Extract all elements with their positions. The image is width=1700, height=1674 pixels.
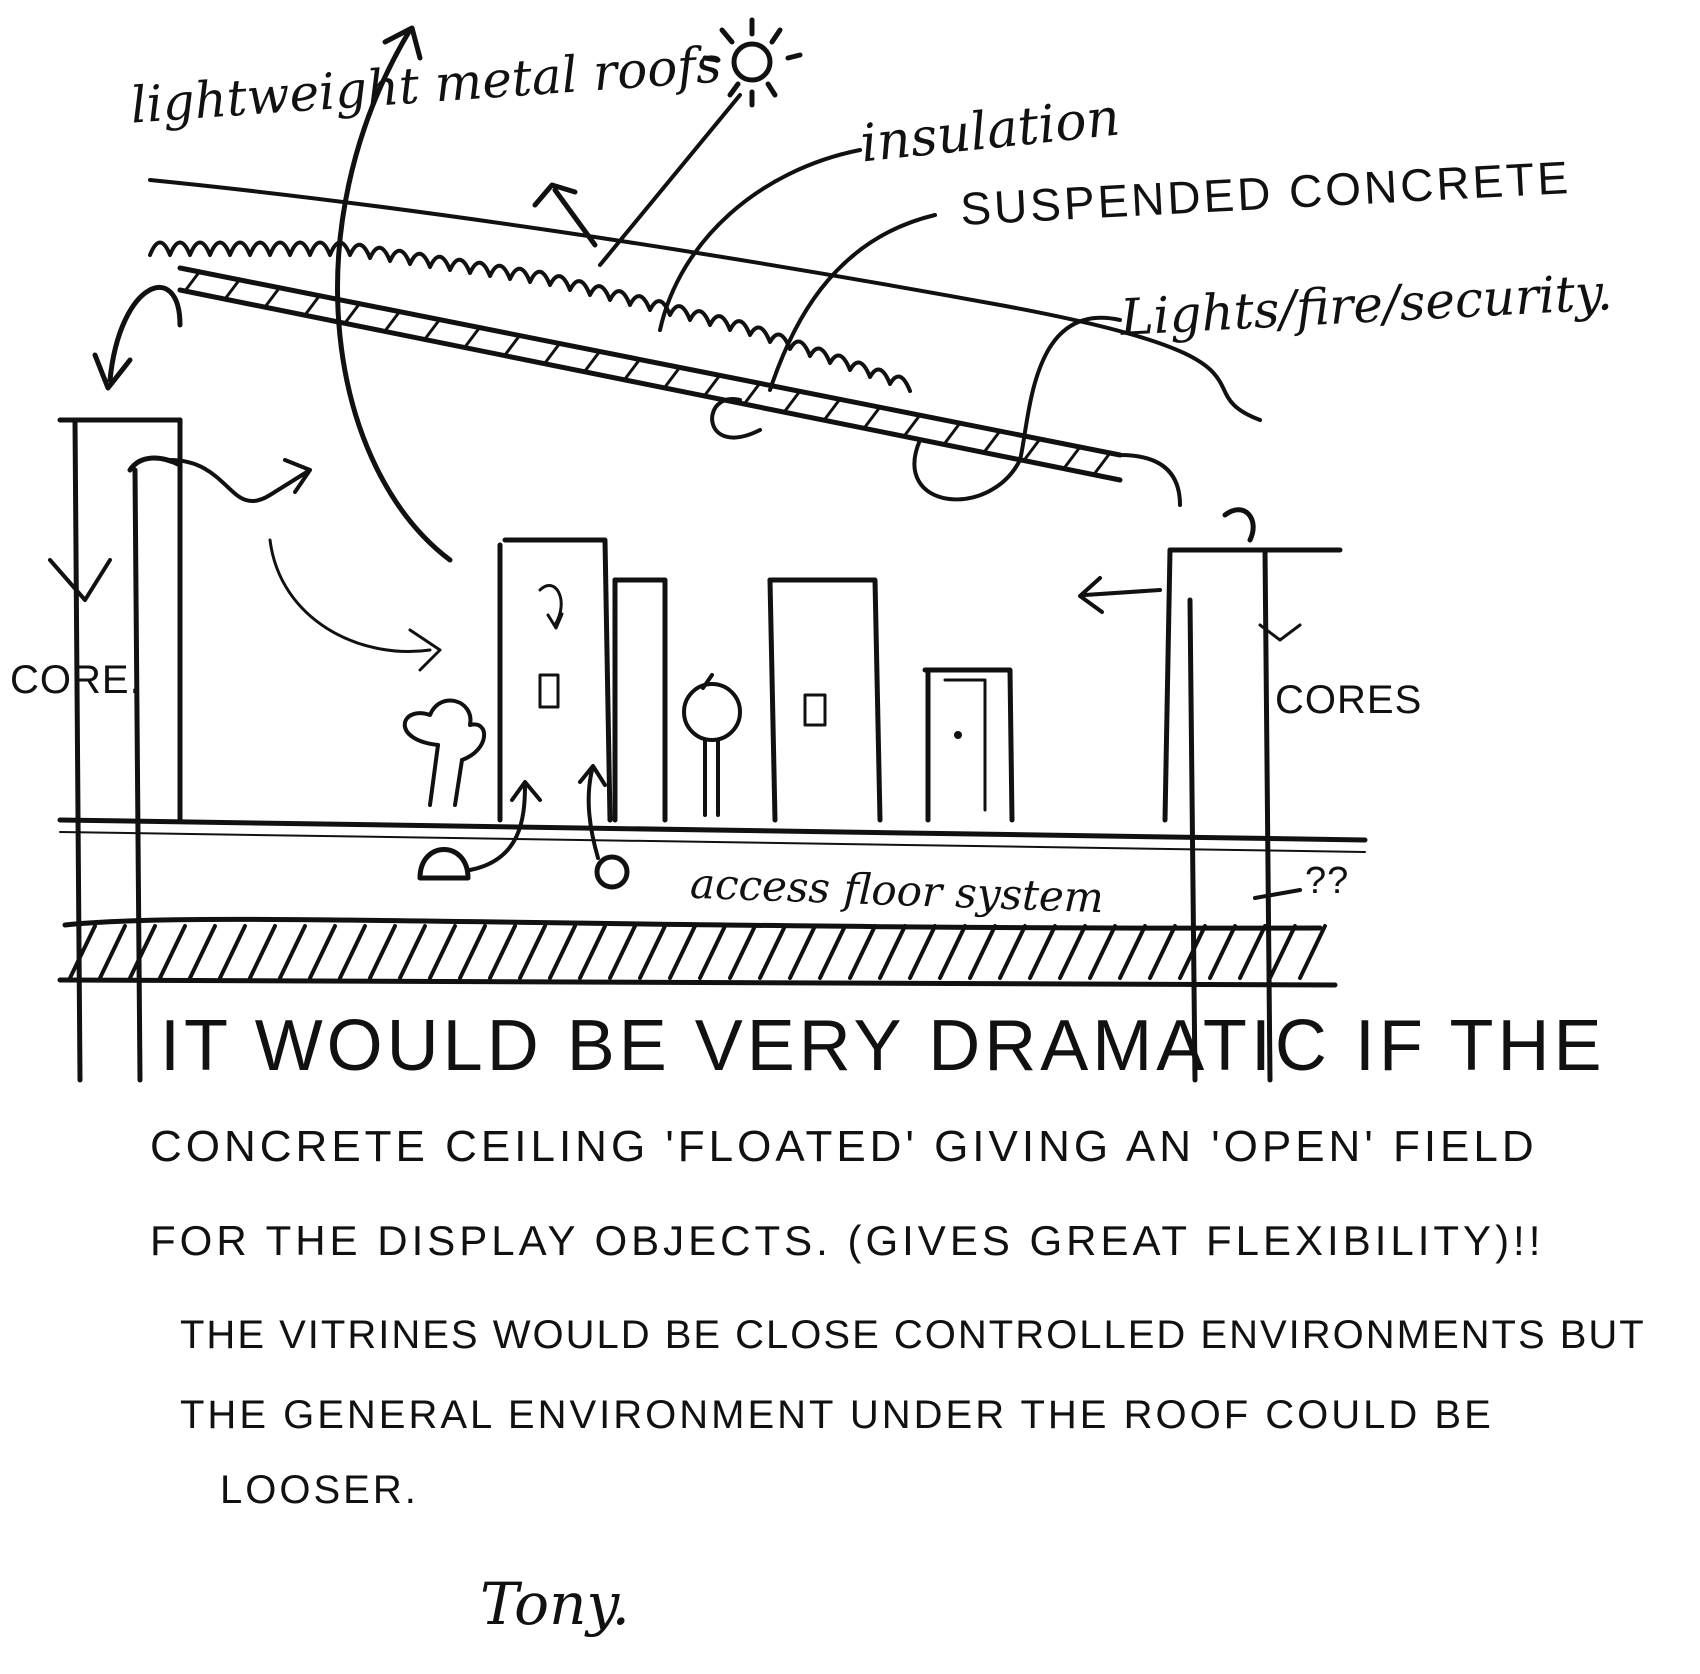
left-roof-arrow [92, 284, 183, 391]
corrugated-roof [148, 240, 912, 393]
signature: Tony. [480, 1570, 630, 1638]
note-line-6: looser. [220, 1468, 419, 1512]
gallery-floor-line [57, 817, 1368, 843]
vitrine-3 [767, 577, 883, 823]
note-line-1: It would Be Very Dramatic if the [160, 1006, 1606, 1086]
air-flow-arrow-right [1078, 576, 1162, 614]
note-line-5: the general environment under the roof c… [180, 1393, 1494, 1437]
gallery-floor-line-2 [59, 831, 1366, 853]
label-question-marks: ?? [1305, 860, 1350, 902]
right-core [1162, 507, 1343, 1083]
vitrine-2 [612, 577, 668, 823]
suspended-concrete-slab [177, 265, 1182, 507]
sun-ray-line [598, 93, 742, 267]
person-figure-icon [682, 673, 742, 817]
vitrine-1 [497, 537, 613, 823]
roof-label-arrow [335, 25, 453, 563]
vent-arrow [532, 182, 598, 248]
note-line-3: for the display objects. (Gives great fl… [150, 1217, 1545, 1264]
note-line-4: The vitrines would be close controlled e… [180, 1313, 1646, 1357]
floor-system-leader [1253, 888, 1302, 900]
structural-slab-hatched [57, 916, 1338, 988]
note-line-2: Concrete ceiling 'Floated' giving an 'op… [150, 1122, 1538, 1171]
insulation-leader [658, 148, 862, 332]
air-flow-arrow-left [168, 458, 312, 504]
floor-unit-dome [417, 780, 542, 881]
suspended-concrete-leader [768, 213, 937, 392]
sun-icon [702, 17, 803, 108]
roof-top-line [148, 178, 1262, 422]
lights-loop-small [710, 397, 762, 440]
lights-leader [912, 315, 1122, 502]
label-cores-right: CORES [1275, 678, 1423, 722]
floor-unit-circle [578, 764, 630, 890]
display-airflow-arrow [268, 538, 442, 672]
plant-icon [402, 698, 487, 807]
vitrine-4 [922, 667, 1015, 823]
label-core-left: CORE. [10, 658, 142, 702]
